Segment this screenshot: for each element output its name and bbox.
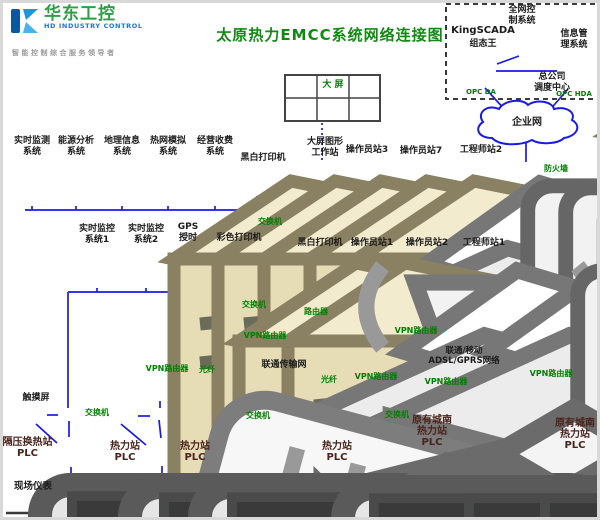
router-label: 路由器	[304, 307, 328, 316]
plc-station-label: 原有城南 热力站 PLC	[412, 415, 452, 449]
plc-station-label: 热力站 PLC	[180, 441, 210, 464]
vpn-router-label: VPN路由器	[243, 331, 287, 340]
plc-station-label: 热力站 PLC	[110, 441, 140, 464]
operator-station-label: 操作员站1	[350, 238, 394, 248]
opc-hda-label: OPC HDA	[556, 90, 592, 98]
hd-logo-icon	[11, 9, 38, 33]
gps-label: GPS 授时	[177, 222, 199, 243]
switch-label: 交换机	[246, 411, 270, 420]
row1-system-label: 热网模拟 系统	[149, 136, 186, 157]
firewall-label: 防火墙	[544, 164, 568, 173]
row2-system-label: 实时监控 系统2	[127, 224, 164, 245]
hq-kingscada-sub-label: 组态王	[469, 39, 497, 49]
hq-info-system-label: 信息管 理系统	[560, 29, 588, 50]
plc-station-label: 隔压换热站 PLC	[2, 437, 53, 460]
vpn-router-label: VPN路由器	[145, 364, 189, 373]
operator-station-label: 操作员站2	[405, 238, 449, 248]
touchscreen-label: 触摸屏	[22, 393, 50, 403]
plc-station-label: 原有城南 热力站 PLC	[555, 418, 595, 452]
row1-system-label: 经营收费 系统	[196, 136, 233, 157]
switch-label: 交换机	[242, 300, 266, 309]
switch-label: 交换机	[385, 410, 409, 419]
engineer-station-label: 工程师站1	[462, 238, 506, 248]
workstation-label: 大屏图形 工作站	[306, 137, 343, 158]
row1-system-label: 能源分析 系统	[57, 136, 94, 157]
logo-en-text: HD INDUSTRY CONTROL	[44, 22, 143, 30]
enterprise-cloud-label: 企业网	[512, 117, 542, 128]
unicom-cloud-label: 联通传输网	[261, 360, 307, 370]
vpn-router-label: VPN路由器	[424, 377, 468, 386]
logo-tagline: 智能控制综合服务领导者	[12, 49, 117, 57]
vpn-router-label: VPN路由器	[354, 372, 398, 381]
plc-station-label: 热力站 PLC	[322, 441, 352, 464]
printer-label: 黑白打印机	[240, 153, 286, 163]
hq-kingscada-label: KingSCADA	[451, 25, 515, 36]
switch-label: 交换机	[85, 408, 109, 417]
vpn-router-label: VPN路由器	[529, 369, 573, 378]
screen-wall-label: 大 屏	[322, 80, 344, 90]
opc-da-label: OPC DA	[466, 88, 496, 96]
page-title: 太原热力EMCC系统网络连接图	[216, 26, 444, 44]
adsl-cloud-label: 联通/移动 ADSL/GPRS网络	[428, 346, 500, 367]
logo-cn-text: 华东工控	[44, 4, 116, 24]
row1-system-label: 地理信息 系统	[103, 136, 140, 157]
enterprise-cloud-shape	[477, 99, 579, 146]
row1-system-label: 实时监测 系统	[13, 136, 50, 157]
logo: 华东工控 HD INDUSTRY CONTROL 智能控制综合服务领导者	[10, 4, 143, 57]
printer-label: 黑白打印机	[297, 238, 343, 248]
operator-station-label: 操作员站7	[399, 146, 443, 156]
switch-label: 交换机	[258, 217, 282, 226]
vpn-router-label: VPN路由器	[394, 326, 438, 335]
row2-system-label: 实时监控 系统1	[78, 224, 115, 245]
fiber-label: 光纤	[199, 365, 215, 374]
fiber-label: 光纤	[321, 375, 337, 384]
field-instrument-label: 现场仪表	[13, 481, 52, 492]
engineer-station-label: 工程师站2	[459, 145, 503, 155]
operator-station-label: 操作员站3	[345, 145, 389, 155]
printer-label: 彩色打印机	[216, 233, 262, 243]
hq-central-system-label: 全网控 制系统	[508, 5, 536, 26]
plc-rack-icon	[549, 502, 600, 520]
screen-wall-grid	[284, 74, 381, 122]
hq-dispatch-label: 总公司 调度中心	[533, 72, 570, 93]
